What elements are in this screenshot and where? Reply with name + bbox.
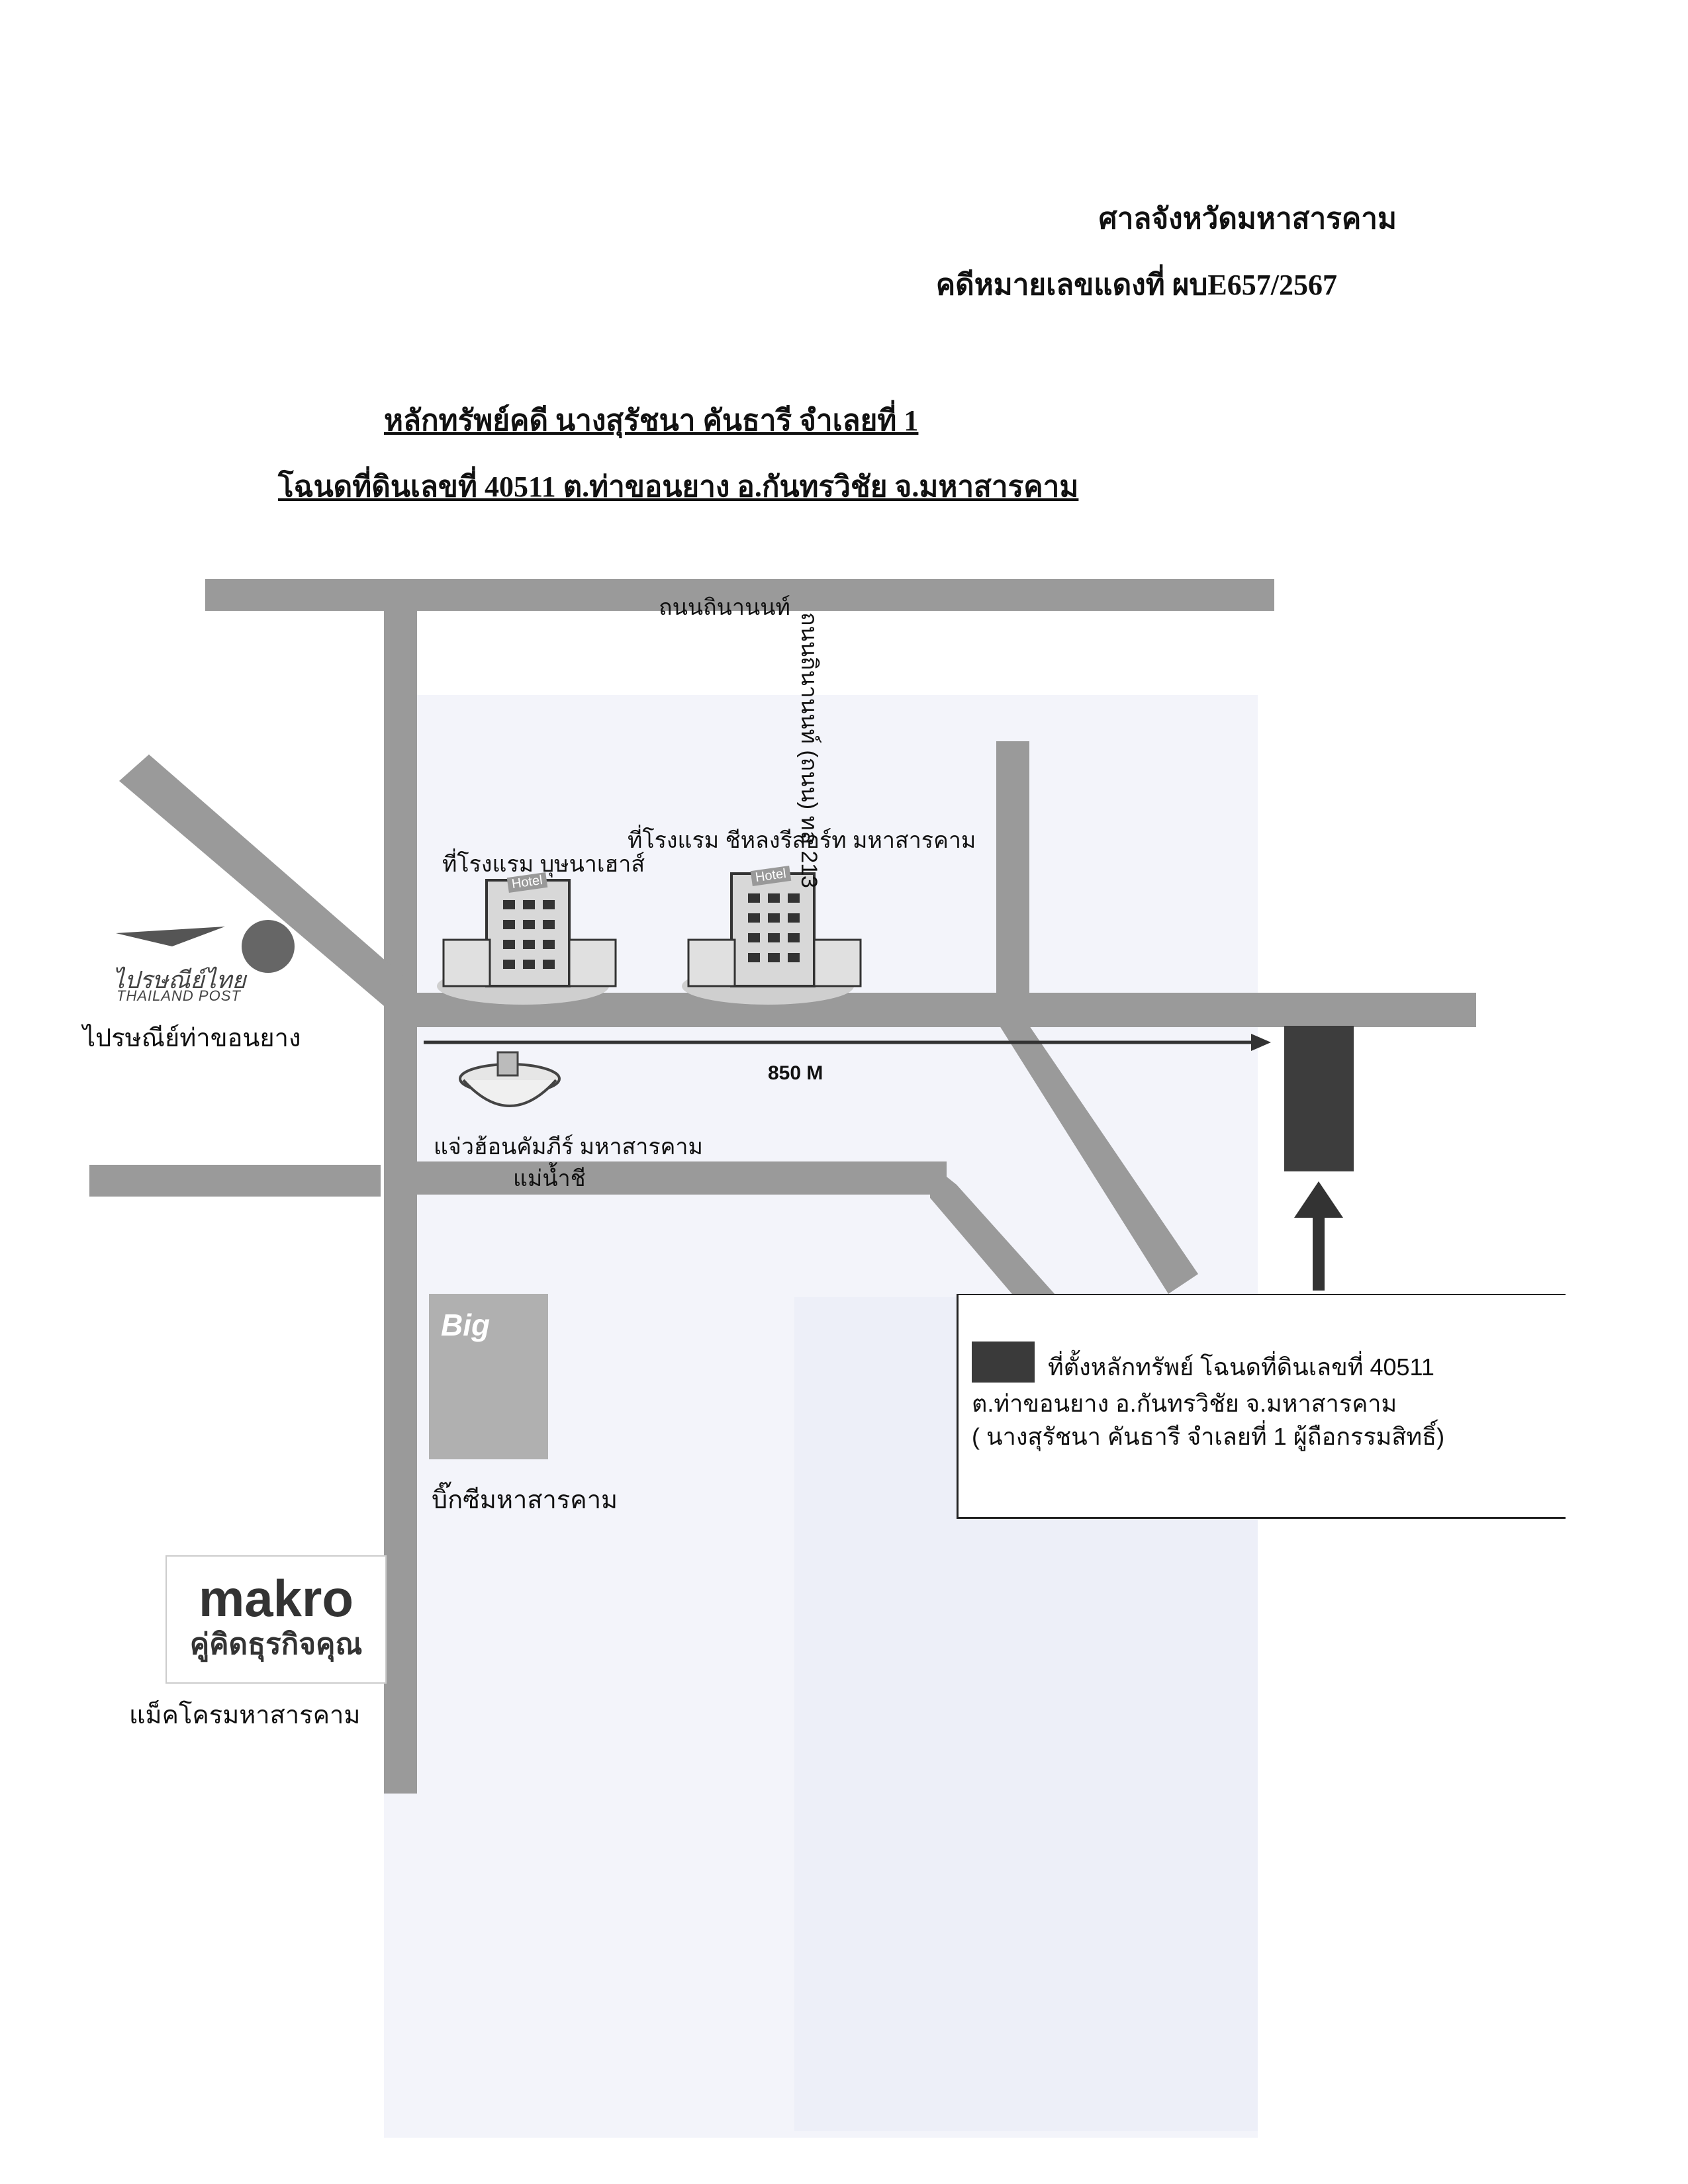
restaurant-label: แจ่วฮ้อนคัมภีร์ มหาสารคาม bbox=[434, 1134, 703, 1160]
legend-box: ที่ตั้งหลักทรัพย์ โฉนดที่ดินเลขที่ 40511… bbox=[957, 1294, 1566, 1519]
hotel-1-label: ที่โรงแรม บุษนาเฮาส์ bbox=[442, 852, 645, 877]
up-arrow-head bbox=[1294, 1181, 1343, 1218]
road-right-vertical bbox=[996, 741, 1029, 999]
hotel-icon-1 bbox=[437, 879, 617, 1005]
bigc-label: บิ๊กซีมหาสารคาม bbox=[432, 1486, 618, 1514]
road-left-vertical bbox=[384, 609, 417, 1794]
post-logo-subtext: THAILAND POST bbox=[117, 987, 241, 1004]
road-top bbox=[205, 579, 1274, 611]
title-line-2: โฉนดที่ดินเลขที่ 40511 ต.ท่าขอนยาง อ.กัน… bbox=[278, 471, 1079, 503]
legend-line-3: ( นางสุรัชนา คันธารี จำเลยที่ 1 ผู้ถือกร… bbox=[972, 1423, 1445, 1450]
up-arrow-shaft bbox=[1313, 1214, 1325, 1291]
road-diagonal-right bbox=[1000, 1026, 1198, 1294]
post-courier-icon bbox=[242, 920, 295, 973]
restaurant-bowl-icon bbox=[459, 1051, 561, 1107]
legend-line-1: ที่ตั้งหลักทรัพย์ โฉนดที่ดินเลขที่ 40511 bbox=[1048, 1353, 1434, 1381]
legend-line-2: ต.ท่าขอนยาง อ.กันทรวิชัย จ.มหาสารคาม bbox=[972, 1390, 1397, 1417]
hotel-2-label: ที่โรงแรม ชีหลงรีสอร์ท มหาสารคาม bbox=[628, 828, 976, 853]
road-lower-right bbox=[417, 1161, 947, 1195]
makro-slogan: คู่คิดธุรกิจคุณ bbox=[189, 1628, 363, 1661]
bigc-logo: Big bbox=[429, 1294, 548, 1459]
road-middle bbox=[414, 993, 1476, 1027]
road-diagonal-left bbox=[119, 754, 407, 1006]
post-office-label: ไปรษณีย์ท่าขอนยาง bbox=[83, 1024, 301, 1052]
legend-key-swatch bbox=[972, 1342, 1035, 1383]
makro-logo: makro คู่คิดธุรกิจคุณ bbox=[165, 1555, 387, 1684]
title-line-1: หลักทรัพย์คดี นางสุรัชนา คันธารี จำเลยที… bbox=[384, 404, 919, 437]
court-name: ศาลจังหวัดมหาสารคาม bbox=[1098, 203, 1397, 235]
post-logo-text: ไปรษณีย์ไทย bbox=[113, 966, 246, 993]
case-number: คดีหมายเลขแดงที่ ผบE657/2567 bbox=[935, 269, 1337, 301]
road-top-label: ถนนถินานนท์ bbox=[659, 595, 790, 620]
post-wing-icon bbox=[116, 927, 225, 946]
property-marker bbox=[1284, 1026, 1354, 1171]
road-bottom-label: แม่น้ำชี bbox=[513, 1166, 586, 1191]
road-lower bbox=[89, 1165, 381, 1197]
hotel-icon-2 bbox=[682, 872, 862, 1005]
distance-label: 850 M bbox=[768, 1062, 823, 1084]
bigc-logo-text: Big bbox=[441, 1308, 491, 1342]
thailand-post-logo: ไปรษณีย์ไทย THAILAND POST bbox=[113, 920, 305, 1006]
route-arrow-head bbox=[1251, 1034, 1271, 1051]
road-diagonal-lower bbox=[930, 1163, 1072, 1334]
makro-brand: makro bbox=[198, 1569, 354, 1627]
makro-label: แม็คโครมหาสารคาม bbox=[129, 1702, 361, 1729]
